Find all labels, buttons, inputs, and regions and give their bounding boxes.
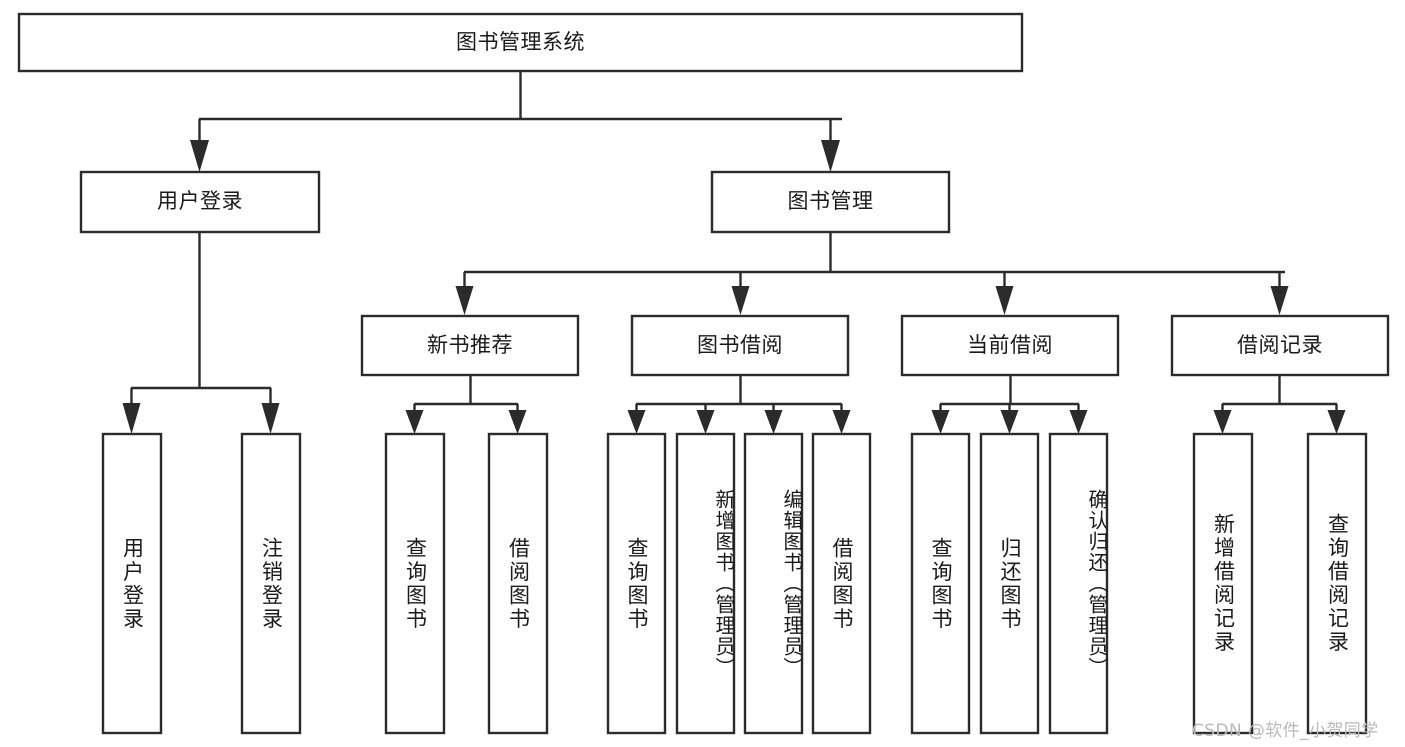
arrow-head-bb-leaf-4 xyxy=(832,410,851,434)
arrow-head-cb-leaf-2 xyxy=(1000,410,1019,434)
arrow-head-leaf-logout xyxy=(261,403,280,434)
arrow-head-bb-leaf-2 xyxy=(696,410,715,434)
watermark-text: CSDN @软件_小贺同学 xyxy=(1192,721,1379,741)
node-box-leaf-cb-return-book[interactable] xyxy=(979,432,1040,735)
node-box-new-book-recommend[interactable] xyxy=(360,314,580,377)
node-box-borrow-record[interactable] xyxy=(1170,314,1390,377)
node-box-leaf-cb-confirm-return[interactable] xyxy=(1048,432,1109,735)
node-box-current-borrow[interactable] xyxy=(900,314,1120,377)
arrow-head-cb-leaf-1 xyxy=(931,410,950,434)
node-box-leaf-bb-query-book[interactable] xyxy=(606,432,667,735)
node-box-leaf-bb-edit-book[interactable] xyxy=(743,432,804,735)
node-box-leaf-br-add-record[interactable] xyxy=(1192,432,1254,735)
arrow-head-br-leaf-2 xyxy=(1327,410,1346,434)
node-box-leaf-nbr-borrow-book[interactable] xyxy=(487,432,549,735)
node-box-leaf-user-login[interactable] xyxy=(101,432,163,735)
node-box-leaf-bb-borrow-book[interactable] xyxy=(811,432,872,735)
arrow-head-book-borrow xyxy=(731,286,750,315)
node-box-book-manage[interactable] xyxy=(710,170,951,234)
arrow-head-book-manage xyxy=(821,140,840,172)
arrow-head-nbr-leaf-2 xyxy=(508,410,527,434)
arrow-head-leaf-user-login xyxy=(122,403,141,434)
arrow-head-cb-leaf-3 xyxy=(1069,410,1088,434)
arrow-head-br-leaf-1 xyxy=(1213,410,1232,434)
node-box-leaf-nbr-query-book[interactable] xyxy=(384,432,446,735)
arrow-head-bb-leaf-1 xyxy=(627,410,646,434)
node-box-leaf-logout[interactable] xyxy=(240,432,302,735)
node-box-user-login[interactable] xyxy=(79,170,321,234)
node-box-book-borrow[interactable] xyxy=(630,314,850,377)
arrow-head-new-book-recommend xyxy=(455,286,474,315)
arrow-head-current-borrow xyxy=(995,286,1014,315)
node-box-root[interactable] xyxy=(17,12,1024,73)
arrow-head-user-login xyxy=(190,140,209,172)
arrow-head-nbr-leaf-1 xyxy=(405,410,424,434)
node-box-leaf-br-query-record[interactable] xyxy=(1306,432,1368,735)
arrow-head-borrow-record xyxy=(1270,286,1289,315)
node-box-leaf-cb-query-book[interactable] xyxy=(910,432,971,735)
node-box-leaf-bb-add-book[interactable] xyxy=(675,432,736,735)
arrow-head-bb-leaf-3 xyxy=(764,410,783,434)
